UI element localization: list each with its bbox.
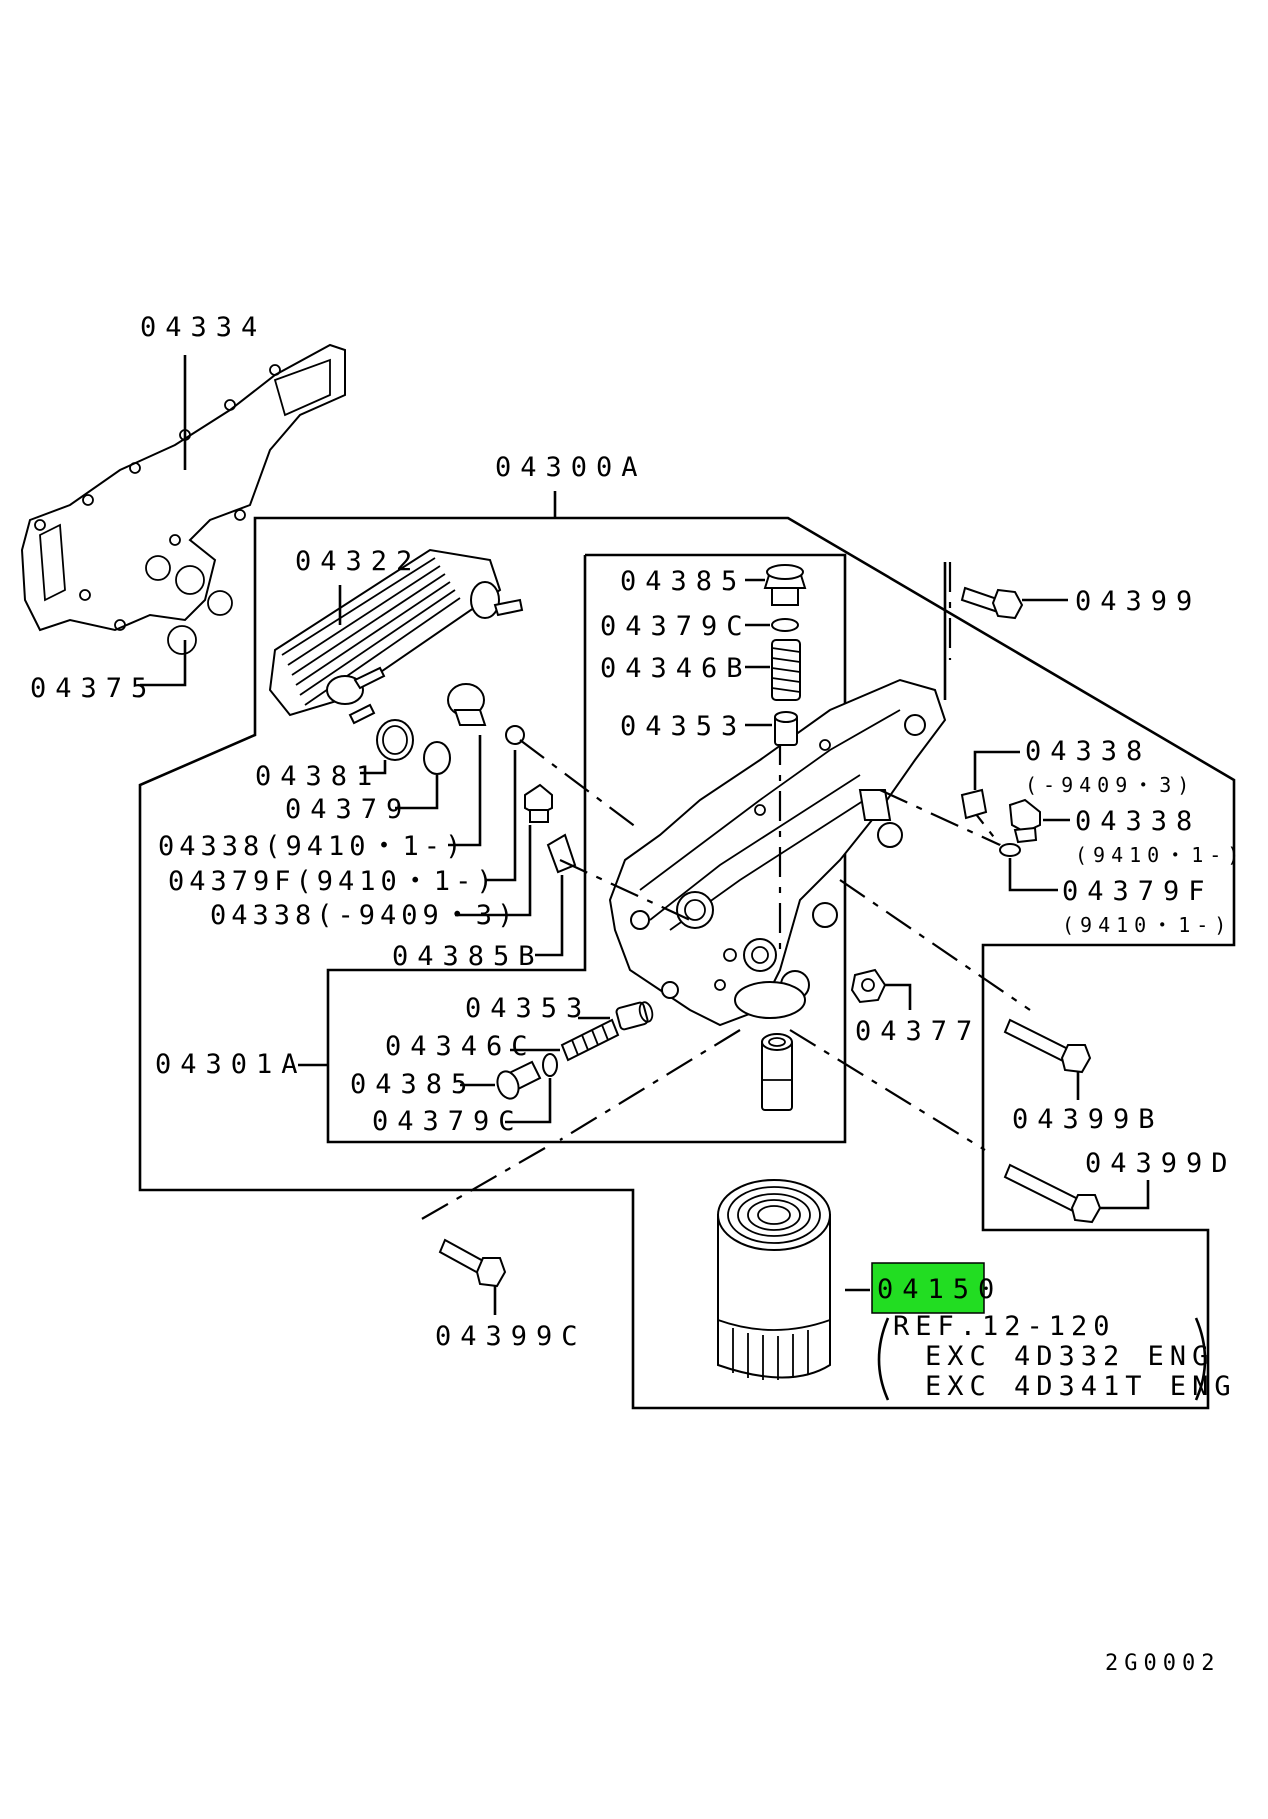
valve-04353-b [615,1001,654,1031]
plug-04385-top [763,564,807,606]
o-ring-04379c-b [542,1053,558,1077]
bolt-04399d [1003,1163,1102,1224]
plug-04338-b [524,783,553,823]
label-04353-b[interactable]: 04353 [465,993,591,1024]
o-ring-04379c-top [771,618,799,632]
ref-line-2: EXC 4D332 ENG [925,1341,1214,1372]
label-04301a[interactable]: 04301A [155,1049,307,1080]
label-04338-r1[interactable]: 04338 [1025,736,1151,767]
bolt-04399 [960,586,1024,620]
leader-04338-a [448,735,482,847]
leader-04385b [535,875,564,957]
label-04338-b[interactable]: 04338(-9409・3) [210,900,518,931]
label-04300a[interactable]: 04300A [495,452,647,483]
label-04385-top[interactable]: 04385 [620,566,746,597]
plug-04338-r2 [1008,798,1041,844]
label-04379[interactable]: 04379 [285,794,411,825]
o-ring-04379 [423,741,451,775]
label-04346b[interactable]: 04346B [600,653,752,684]
leader-04399d [1100,1180,1150,1210]
ref-line-1: REF.12-120 [893,1311,1116,1342]
gasket-04334 [20,343,346,655]
label-04385b[interactable]: 04385B [392,941,544,972]
plug-04385-b [496,1060,542,1100]
label-04379f-r[interactable]: 04379F [1062,876,1214,907]
leader-04338-r1 [973,750,1020,790]
label-04150[interactable]: 04150 [877,1274,1003,1305]
spring-04346c [560,1018,620,1062]
label-04379c-top[interactable]: 04379C [600,611,752,642]
label-04338-a[interactable]: 04338(9410・1-) [158,831,466,862]
drawing-code: 2G0002 [1105,1651,1220,1676]
label-04338-r2[interactable]: 04338 [1075,806,1201,837]
center-pipe [761,1033,793,1111]
plug-04338-a [447,683,487,726]
leader-04379 [395,775,439,810]
bolt-04399c [438,1238,507,1288]
label-04381[interactable]: 04381 [255,761,381,792]
oil-cooler-04322 [268,548,524,725]
oil-filter-04150 [717,1179,831,1380]
label-04334[interactable]: 04334 [140,312,266,343]
label-04399d[interactable]: 04399D [1085,1148,1237,1179]
leader-04375 [140,640,187,687]
label-04379f-a[interactable]: 04379F(9410・1-) [168,866,498,897]
label-04379c-b[interactable]: 04379C [372,1106,524,1137]
label-04375[interactable]: 04375 [30,673,156,704]
label-04385-b[interactable]: 04385 [350,1069,476,1100]
label-04399[interactable]: 04399 [1075,586,1201,617]
bolt-04399b [1003,1018,1092,1074]
spring-04346b [771,639,801,701]
label-04346c[interactable]: 04346C [385,1031,537,1062]
ref-line-3: EXC 4D341T ENG [925,1371,1237,1402]
assembly-outline-04300a [138,491,1236,1410]
leader-04338-b [455,825,532,917]
label-04338-r2-note: (9410・1-) [1075,843,1245,867]
label-04353-top[interactable]: 04353 [620,711,746,742]
leader-04379f-r [1008,858,1058,892]
o-ring-04379f-r [999,843,1021,857]
nut-04377 [850,968,887,1004]
plug-04338-r1 [960,788,988,820]
label-04377[interactable]: 04377 [855,1016,981,1047]
sub-outline-center [326,553,847,1144]
valve-04353-top [774,711,798,746]
o-ring-04379f-a [505,725,525,745]
label-04399c[interactable]: 04399C [435,1321,587,1352]
label-04322[interactable]: 04322 [295,546,421,577]
pin-04385b [546,833,577,874]
leader-04379f-a [485,750,517,882]
leader-04381 [360,760,387,775]
label-04379f-r-note: (9410・1-) [1062,913,1232,937]
label-04399b[interactable]: 04399B [1012,1104,1164,1135]
leader-04377 [885,983,912,1010]
leader-04379c-b [505,1078,552,1124]
highlight-04150 [871,1262,985,1314]
label-04338-r1-note: (-9409・3) [1025,773,1195,797]
